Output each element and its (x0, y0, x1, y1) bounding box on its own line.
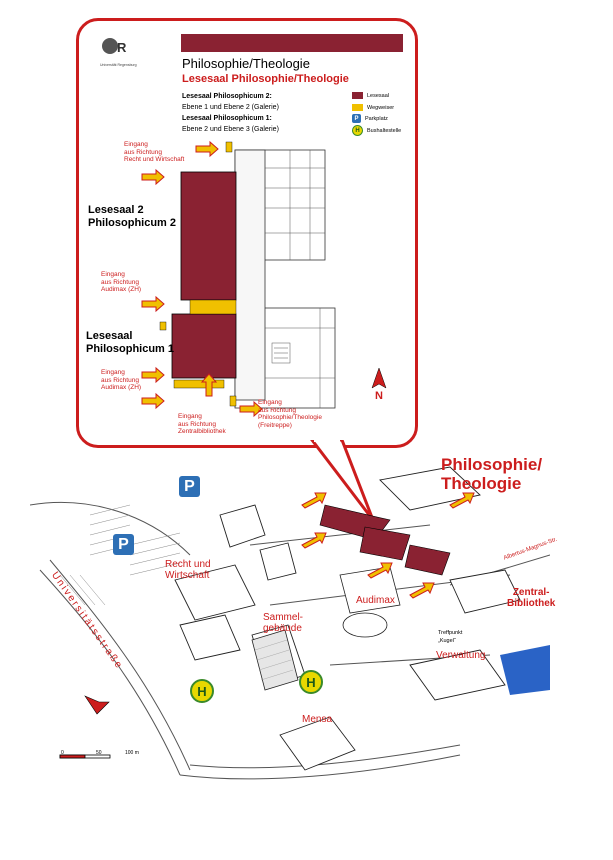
entrance-label-audimax-2: Eingang aus Richtung Audimax (ZH) (101, 369, 142, 391)
floorplan (141, 140, 336, 418)
parking-badge-2: P (113, 534, 134, 555)
bus-stop-2: H (299, 670, 323, 694)
parking-badge-1: P (179, 476, 200, 497)
info-line-1: Lesesaal Philosophicum 2: (182, 93, 272, 100)
scale-50: 50 (96, 750, 102, 756)
legend-label: Wegweiser (367, 104, 395, 111)
page-title: Philosophie/Theologie (182, 56, 310, 71)
info-line-4: Ebene 2 und Ebene 3 (Galerie) (182, 126, 279, 133)
entrance-label-rw: Eingang aus Richtung Recht und Wirtschaf… (124, 141, 185, 163)
label-sammel: Sammel- gebäude (263, 612, 304, 634)
section-label-bottom: Lesesaal Philosophicum 1 (86, 330, 175, 355)
water-area (500, 645, 550, 695)
legend-signpost: Wegweiser (352, 104, 394, 111)
svg-text:R: R (117, 40, 127, 55)
label-audimax: Audimax (356, 595, 395, 606)
scale-100: 100 m (125, 750, 139, 756)
label-verwaltung: Verwaltung (436, 650, 486, 661)
reading-room-swatch (352, 92, 363, 99)
info-line-2: Ebene 1 und Ebene 2 (Galerie) (182, 104, 279, 111)
label-mensa: Mensa (302, 714, 333, 725)
campus-title: Philosophie/ Theologie (441, 455, 543, 493)
campus-map (30, 466, 550, 780)
north-label: N (375, 390, 383, 402)
north-arrow-icon (371, 368, 387, 389)
header-band (181, 34, 403, 52)
legend-label: Parkplatz (365, 115, 388, 122)
section-label-top: Lesesaal 2 Philosophicum 2 (88, 204, 177, 229)
reading-room-1 (171, 313, 237, 379)
bus-stop-1: H (190, 679, 214, 703)
legend-bus: H Bushaltestelle (352, 125, 401, 136)
legend-reading-room: Lesesaal (352, 92, 389, 99)
label-recht: Recht und Wirtschaft (165, 559, 211, 581)
reading-room-2 (180, 171, 237, 301)
entrance-label-zb: Eingang aus Richtung Zentralbibliothek (178, 413, 226, 435)
entrance-label-audimax-1: Eingang aus Richtung Audimax (ZH) (101, 271, 142, 293)
bus-stop-icon: H (352, 125, 363, 136)
legend-label: Bushaltestelle (367, 127, 402, 134)
parking-icon: P (352, 114, 361, 123)
label-treffpunkt: Treffpunkt „Kugel“ (438, 630, 463, 644)
logo-subtext: Universität Regensburg (100, 63, 137, 67)
page-subtitle: Lesesaal Philosophie/Theologie (182, 73, 349, 85)
callout-pointer (310, 440, 375, 521)
university-logo: R Universität Regensburg (100, 36, 140, 67)
label-zentral: Zentral- Bibliothek (507, 587, 556, 609)
info-line-3: Lesesaal Philosophicum 1: (182, 115, 272, 122)
scale-0: 0 (61, 750, 64, 756)
legend-parking: P Parkplatz (352, 114, 388, 123)
legend-label: Lesesaal (367, 92, 390, 99)
signpost-swatch (352, 104, 363, 111)
north-arrow-campus-icon (84, 695, 110, 715)
entrance-label-pt: Eingang aus Richtung Philosophie/Theolog… (258, 399, 322, 429)
